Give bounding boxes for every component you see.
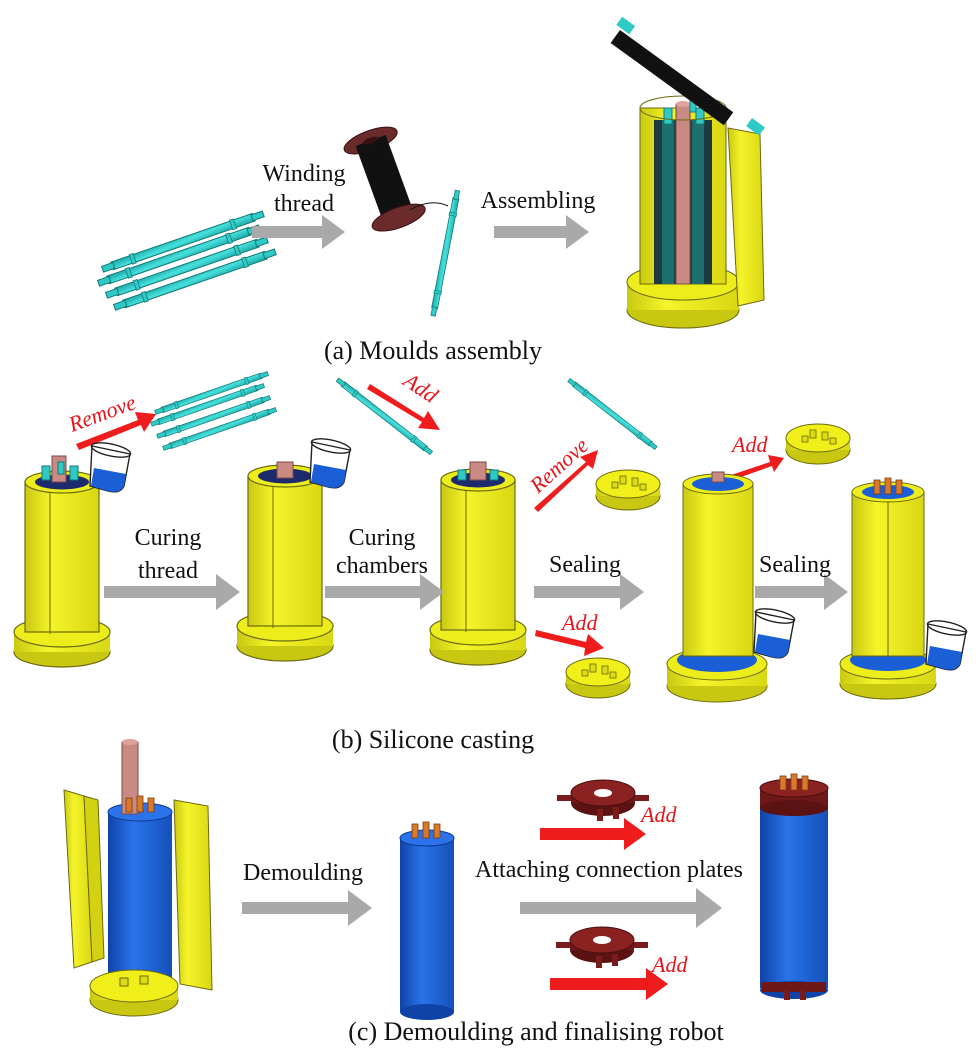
grey-arrow xyxy=(520,888,722,928)
step-label-assembling: Assembling xyxy=(481,188,596,214)
step-label-winding-line1: Winding xyxy=(262,161,345,187)
panel-a: Winding thread Assembling xyxy=(96,16,765,365)
step-label-curing-chambers-line1: Curing xyxy=(349,525,416,551)
silicone-actuator-icon xyxy=(759,773,829,1000)
red-arrow xyxy=(550,968,668,1000)
red-arrow xyxy=(367,384,440,430)
grey-arrow xyxy=(325,574,444,610)
step-label-curing-chambers-line2: chambers xyxy=(336,553,428,579)
panel-a-caption: (a) Moulds assembly xyxy=(324,336,542,365)
pouring-beaker-icon xyxy=(753,605,797,659)
rod-icon xyxy=(96,208,278,313)
rod-icon xyxy=(149,369,278,452)
grey-arrow xyxy=(755,574,848,610)
mould-cylinder-icon xyxy=(429,461,527,666)
end-cap-icon xyxy=(565,657,631,699)
panel-c-caption: (c) Demoulding and finalising robot xyxy=(348,1017,724,1046)
grey-arrow xyxy=(242,890,372,926)
panel-b-caption: (b) Silicone casting xyxy=(332,725,534,754)
grey-arrow xyxy=(252,215,345,249)
red-arrow xyxy=(540,818,646,850)
red-arrow xyxy=(534,450,598,512)
panel-b: Remove Add Remove Add Add xyxy=(13,366,969,754)
mould-cylinder-icon xyxy=(666,471,768,703)
red-arrow xyxy=(535,630,604,656)
add-label-2: Add xyxy=(560,610,598,635)
mould-cylinder-icon xyxy=(13,455,111,668)
rod-icon xyxy=(429,189,462,317)
grey-arrow xyxy=(534,574,644,610)
connection-plate-icon xyxy=(556,779,650,822)
end-cap-icon xyxy=(785,423,851,465)
step-label-sealing-2: Sealing xyxy=(759,552,831,578)
add-label-3: Add xyxy=(730,432,768,457)
add-label-1: Add xyxy=(398,366,444,408)
rod-icon xyxy=(334,376,659,457)
mould-cylinder-icon xyxy=(236,461,334,662)
pouring-beaker-icon xyxy=(89,439,133,493)
step-label-attaching: Attaching connection plates xyxy=(475,857,743,883)
step-label-curing-thread-line1: Curing xyxy=(135,525,202,551)
step-label-curing-thread-line2: thread xyxy=(138,558,198,584)
end-cap-icon xyxy=(595,469,661,511)
mould-cylinder-icon xyxy=(63,739,213,1017)
mould-cylinder-icon xyxy=(626,95,765,329)
add-label-c2: Add xyxy=(650,952,688,977)
thread-spool-icon xyxy=(343,126,426,232)
panel-c: Demoulding Attaching connection plates A… xyxy=(63,739,829,1046)
step-label-demoulding: Demoulding xyxy=(243,860,363,886)
mould-cylinder-icon xyxy=(839,477,937,700)
rod-icon xyxy=(610,16,765,136)
silicone-actuator-icon xyxy=(399,821,455,1020)
step-label-winding-line2: thread xyxy=(274,191,334,217)
grey-arrow xyxy=(104,574,240,610)
pouring-beaker-icon xyxy=(309,435,353,489)
add-label-c1: Add xyxy=(639,802,677,827)
step-label-sealing-1: Sealing xyxy=(549,552,621,578)
grey-arrow xyxy=(494,215,589,249)
connection-plate-icon xyxy=(555,926,649,969)
pouring-beaker-icon xyxy=(925,617,969,671)
red-arrow xyxy=(76,412,156,450)
